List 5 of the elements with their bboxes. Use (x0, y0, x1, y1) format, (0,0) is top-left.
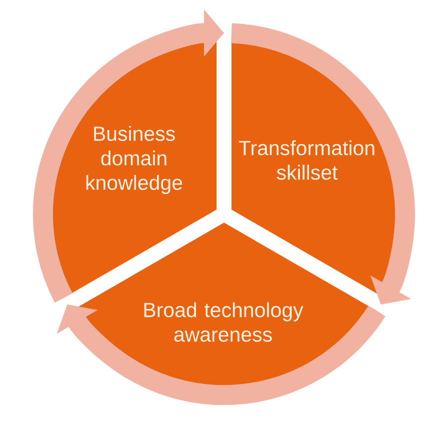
curved-arrow (56, 304, 385, 405)
pie-segment: Broad technology awareness (71, 222, 377, 395)
node-label: Broad technology awareness (144, 302, 304, 342)
node-label: Business domain knowledge (86, 126, 182, 194)
node-label: Transformation skillset (238, 140, 374, 180)
